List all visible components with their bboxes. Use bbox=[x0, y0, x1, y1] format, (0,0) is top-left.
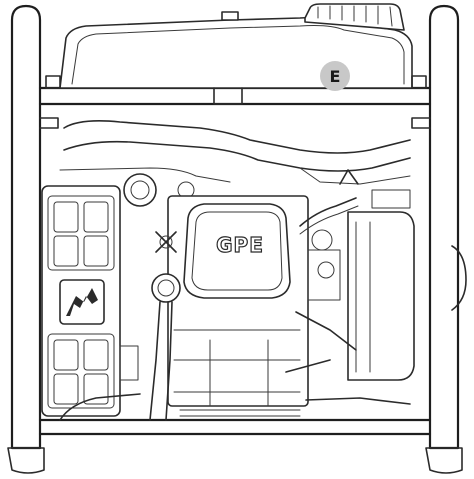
carburetor-alternator bbox=[285, 169, 467, 381]
upper-hoses bbox=[59, 120, 411, 207]
engine-brand-badge: GPE bbox=[216, 232, 264, 257]
lower-base bbox=[59, 345, 411, 421]
callout-label-e: E bbox=[320, 61, 350, 91]
control-panel bbox=[41, 185, 121, 417]
engine-block bbox=[149, 195, 309, 421]
